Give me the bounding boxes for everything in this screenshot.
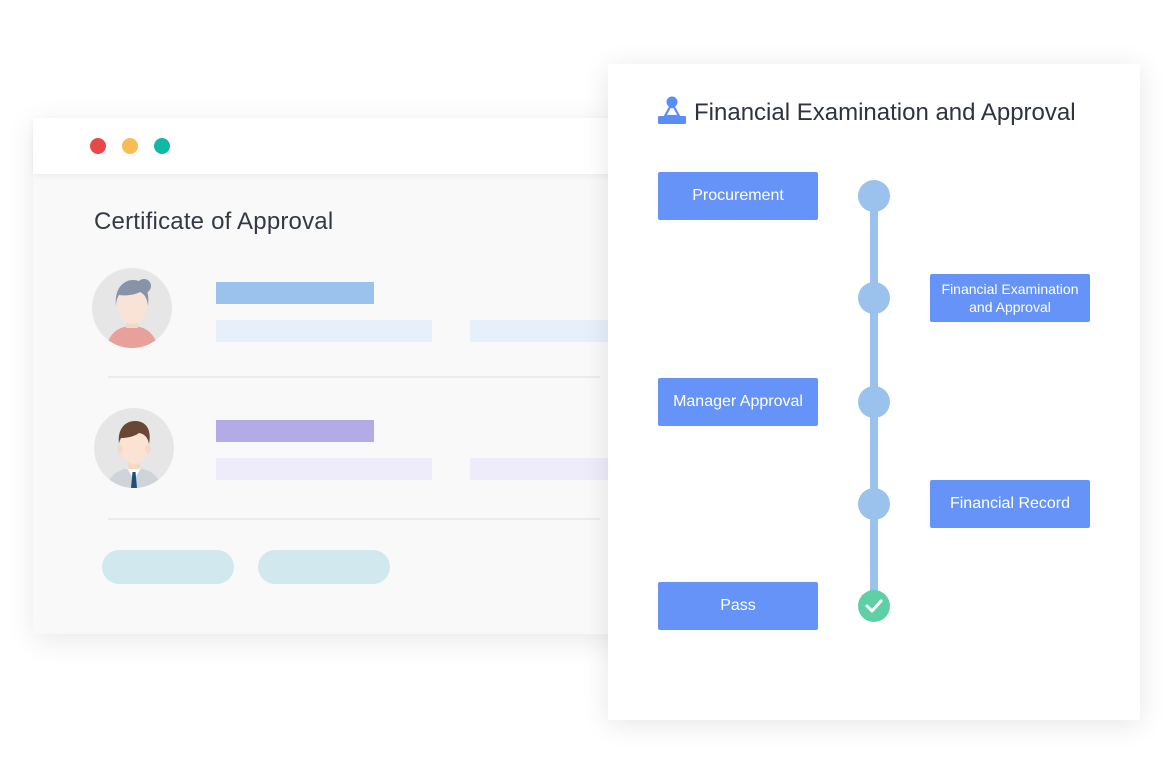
- entry-1-detail-line-2: [470, 320, 653, 342]
- entry-divider: [108, 376, 600, 378]
- step-procurement[interactable]: Procurement: [658, 172, 818, 220]
- timeline-node-pass: [858, 590, 890, 622]
- timeline-node-financial-exam: [858, 282, 890, 314]
- step-pass[interactable]: Pass: [658, 582, 818, 630]
- timeline-node-record: [858, 488, 890, 520]
- woman-avatar-icon: [92, 268, 172, 348]
- step-financial-examination[interactable]: Financial Examination and Approval: [930, 274, 1090, 322]
- timeline-node-procurement: [858, 180, 890, 212]
- window-close-dot[interactable]: [90, 138, 106, 154]
- action-pill-1[interactable]: [102, 550, 234, 584]
- action-pill-2[interactable]: [258, 550, 390, 584]
- flow-title: Financial Examination and Approval: [694, 99, 1076, 126]
- window-minimize-dot[interactable]: [122, 138, 138, 154]
- certificate-title: Certificate of Approval: [94, 208, 334, 235]
- check-icon: [865, 599, 883, 613]
- financial-flow-card: Financial Examination and Approval Procu…: [608, 64, 1140, 720]
- step-manager-approval[interactable]: Manager Approval: [658, 378, 818, 426]
- entry-1-name-bar: [216, 282, 374, 304]
- window-titlebar: [33, 118, 653, 174]
- timeline-node-manager: [858, 386, 890, 418]
- entry-2-name-bar: [216, 420, 374, 442]
- entry-divider: [108, 518, 600, 520]
- entry-2-detail-line: [216, 458, 432, 480]
- certificate-window: Certificate of Approval: [33, 118, 653, 634]
- user-stamp-icon: [658, 96, 686, 124]
- entry-2-detail-line-2: [470, 458, 653, 480]
- entry-1-detail-line: [216, 320, 432, 342]
- step-financial-record[interactable]: Financial Record: [930, 480, 1090, 528]
- man-avatar-icon: [94, 408, 174, 488]
- window-maximize-dot[interactable]: [154, 138, 170, 154]
